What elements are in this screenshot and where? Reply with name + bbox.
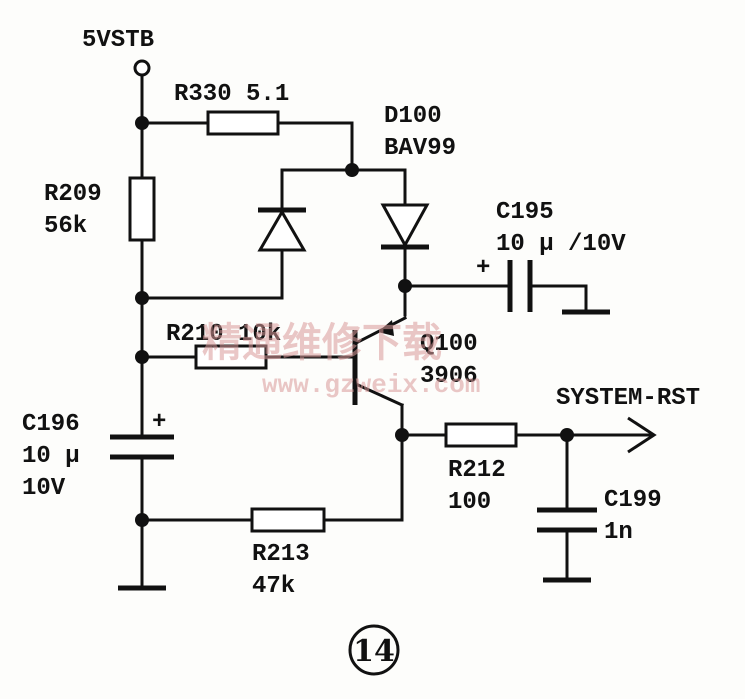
c195-value: 10 µ /10V — [496, 231, 626, 258]
q100-collector — [356, 383, 404, 407]
junction-dot — [135, 116, 149, 130]
c196-voltage: 10V — [22, 475, 66, 502]
r212-value: 100 — [448, 489, 491, 516]
junction-dot — [135, 513, 149, 527]
q100-part: 3906 — [420, 363, 478, 390]
junction-dot — [135, 291, 149, 305]
r209-value: 56k — [44, 213, 87, 240]
watermark-url: www.gzweix.com — [262, 370, 480, 400]
r213-name: R213 — [252, 541, 310, 568]
d100-name: D100 — [384, 103, 442, 130]
r213-value: 47k — [252, 573, 295, 600]
junction-dot — [135, 350, 149, 364]
resistor-r213 — [250, 507, 326, 533]
q100-name: Q100 — [420, 331, 478, 358]
c195-name: C195 — [496, 199, 554, 226]
output-label: SYSTEM-RST — [556, 385, 700, 412]
junction-dot — [560, 428, 574, 442]
supply-terminal — [133, 59, 151, 77]
c196-value: 10 µ — [22, 443, 80, 470]
c199-value: 1n — [604, 519, 633, 546]
diode-right — [380, 203, 430, 249]
r210-label: R210 10k — [166, 321, 281, 348]
r209-name: R209 — [44, 181, 102, 208]
c196-name: C196 — [22, 411, 80, 438]
diode-left — [257, 209, 307, 252]
junction-dot — [395, 428, 409, 442]
r330-label: R330 5.1 — [174, 81, 289, 108]
junction-dot — [398, 279, 412, 293]
supply-label: 5VSTB — [82, 27, 154, 54]
watermark-text: 精通维修下载 — [202, 320, 442, 366]
figure-number: 14 — [353, 634, 395, 669]
resistor-r209 — [128, 176, 156, 242]
r212-name: R212 — [448, 457, 506, 484]
resistor-r330 — [206, 110, 280, 136]
c195-plus: + — [476, 255, 490, 282]
output-arrow — [627, 416, 657, 454]
c199-name: C199 — [604, 487, 662, 514]
q100-arrow — [378, 320, 394, 336]
figure-number-circle — [348, 624, 400, 676]
junction-dot — [345, 163, 359, 177]
d100-part: BAV99 — [384, 135, 456, 162]
resistor-r212 — [444, 422, 518, 448]
c196-plus: + — [152, 409, 166, 436]
